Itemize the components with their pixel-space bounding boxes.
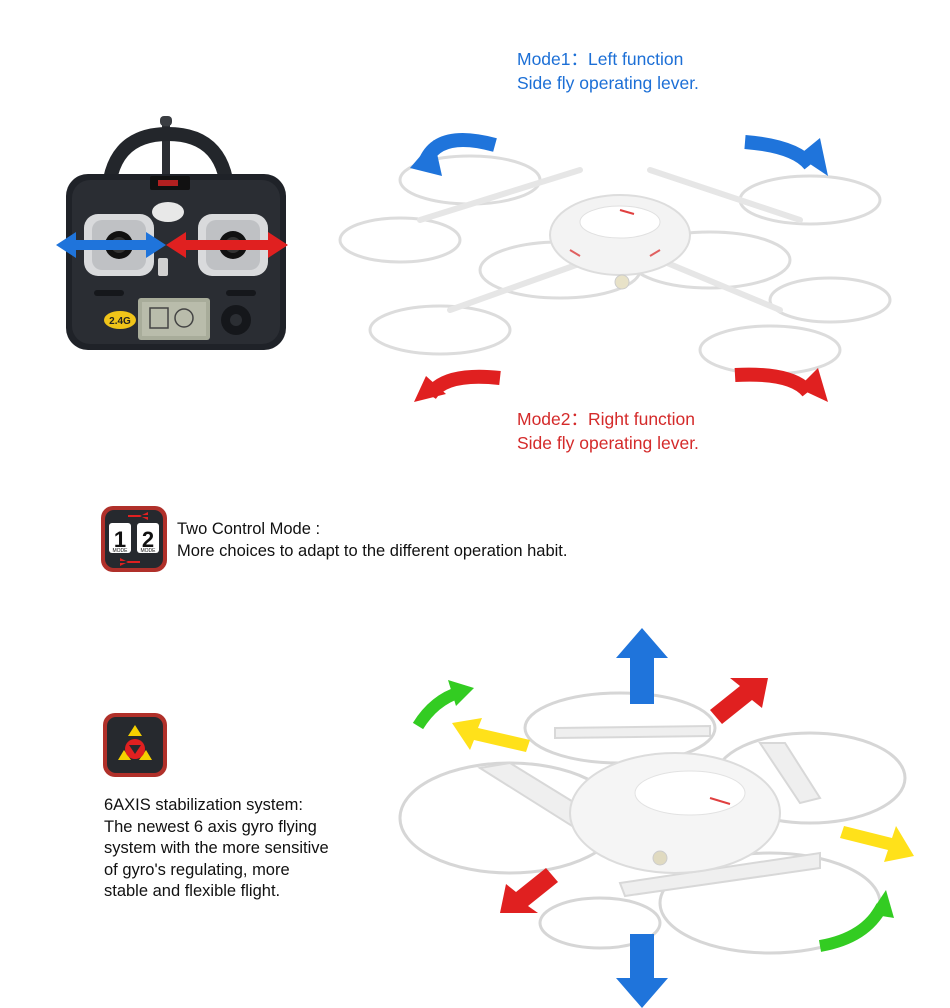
stabilization-line5: stable and flexible flight.	[104, 882, 281, 900]
mode1-line2: Side fly operating lever.	[517, 73, 699, 93]
stabilization-line4: of gyro's regulating, more	[104, 860, 290, 879]
six-axis-icon	[102, 712, 168, 778]
stabilization-line3: system with the more sensitive	[104, 839, 329, 857]
controller-badge: 2.4G	[109, 316, 131, 327]
stabilization-line2: The newest 6 axis gyro flying	[104, 817, 317, 836]
mode2-line2: Side fly operating lever.	[517, 433, 699, 453]
mode1-caption: Mode1：Left function Side fly operating l…	[517, 47, 699, 95]
mode1-line1: Mode1：Left function	[517, 49, 684, 69]
control-mode-text: Two Control Mode : More choices to adapt…	[177, 519, 567, 562]
drone-rotation-illustration	[330, 110, 910, 410]
stabilization-text: 6AXIS stabilization system: The newest 6…	[104, 795, 329, 903]
mode-sub-1: MODE	[113, 548, 129, 554]
mode-digit-2: 2	[142, 527, 154, 552]
stabilization-line1: 6AXIS stabilization system:	[104, 796, 303, 814]
mode2-line1: Mode2：Right function	[517, 409, 696, 429]
six-axis-drone-illustration	[390, 628, 930, 1008]
two-mode-icon: 1 2 MODE MODE	[100, 505, 168, 573]
control-mode-title: Two Control Mode :	[177, 520, 321, 538]
mode-digit-1: 1	[114, 527, 126, 552]
control-mode-description: More choices to adapt to the different o…	[177, 541, 568, 560]
remote-controller: 2.4G	[50, 112, 300, 357]
mode2-caption: Mode2：Right function Side fly operating …	[517, 407, 699, 455]
mode-sub-2: MODE	[141, 548, 157, 554]
